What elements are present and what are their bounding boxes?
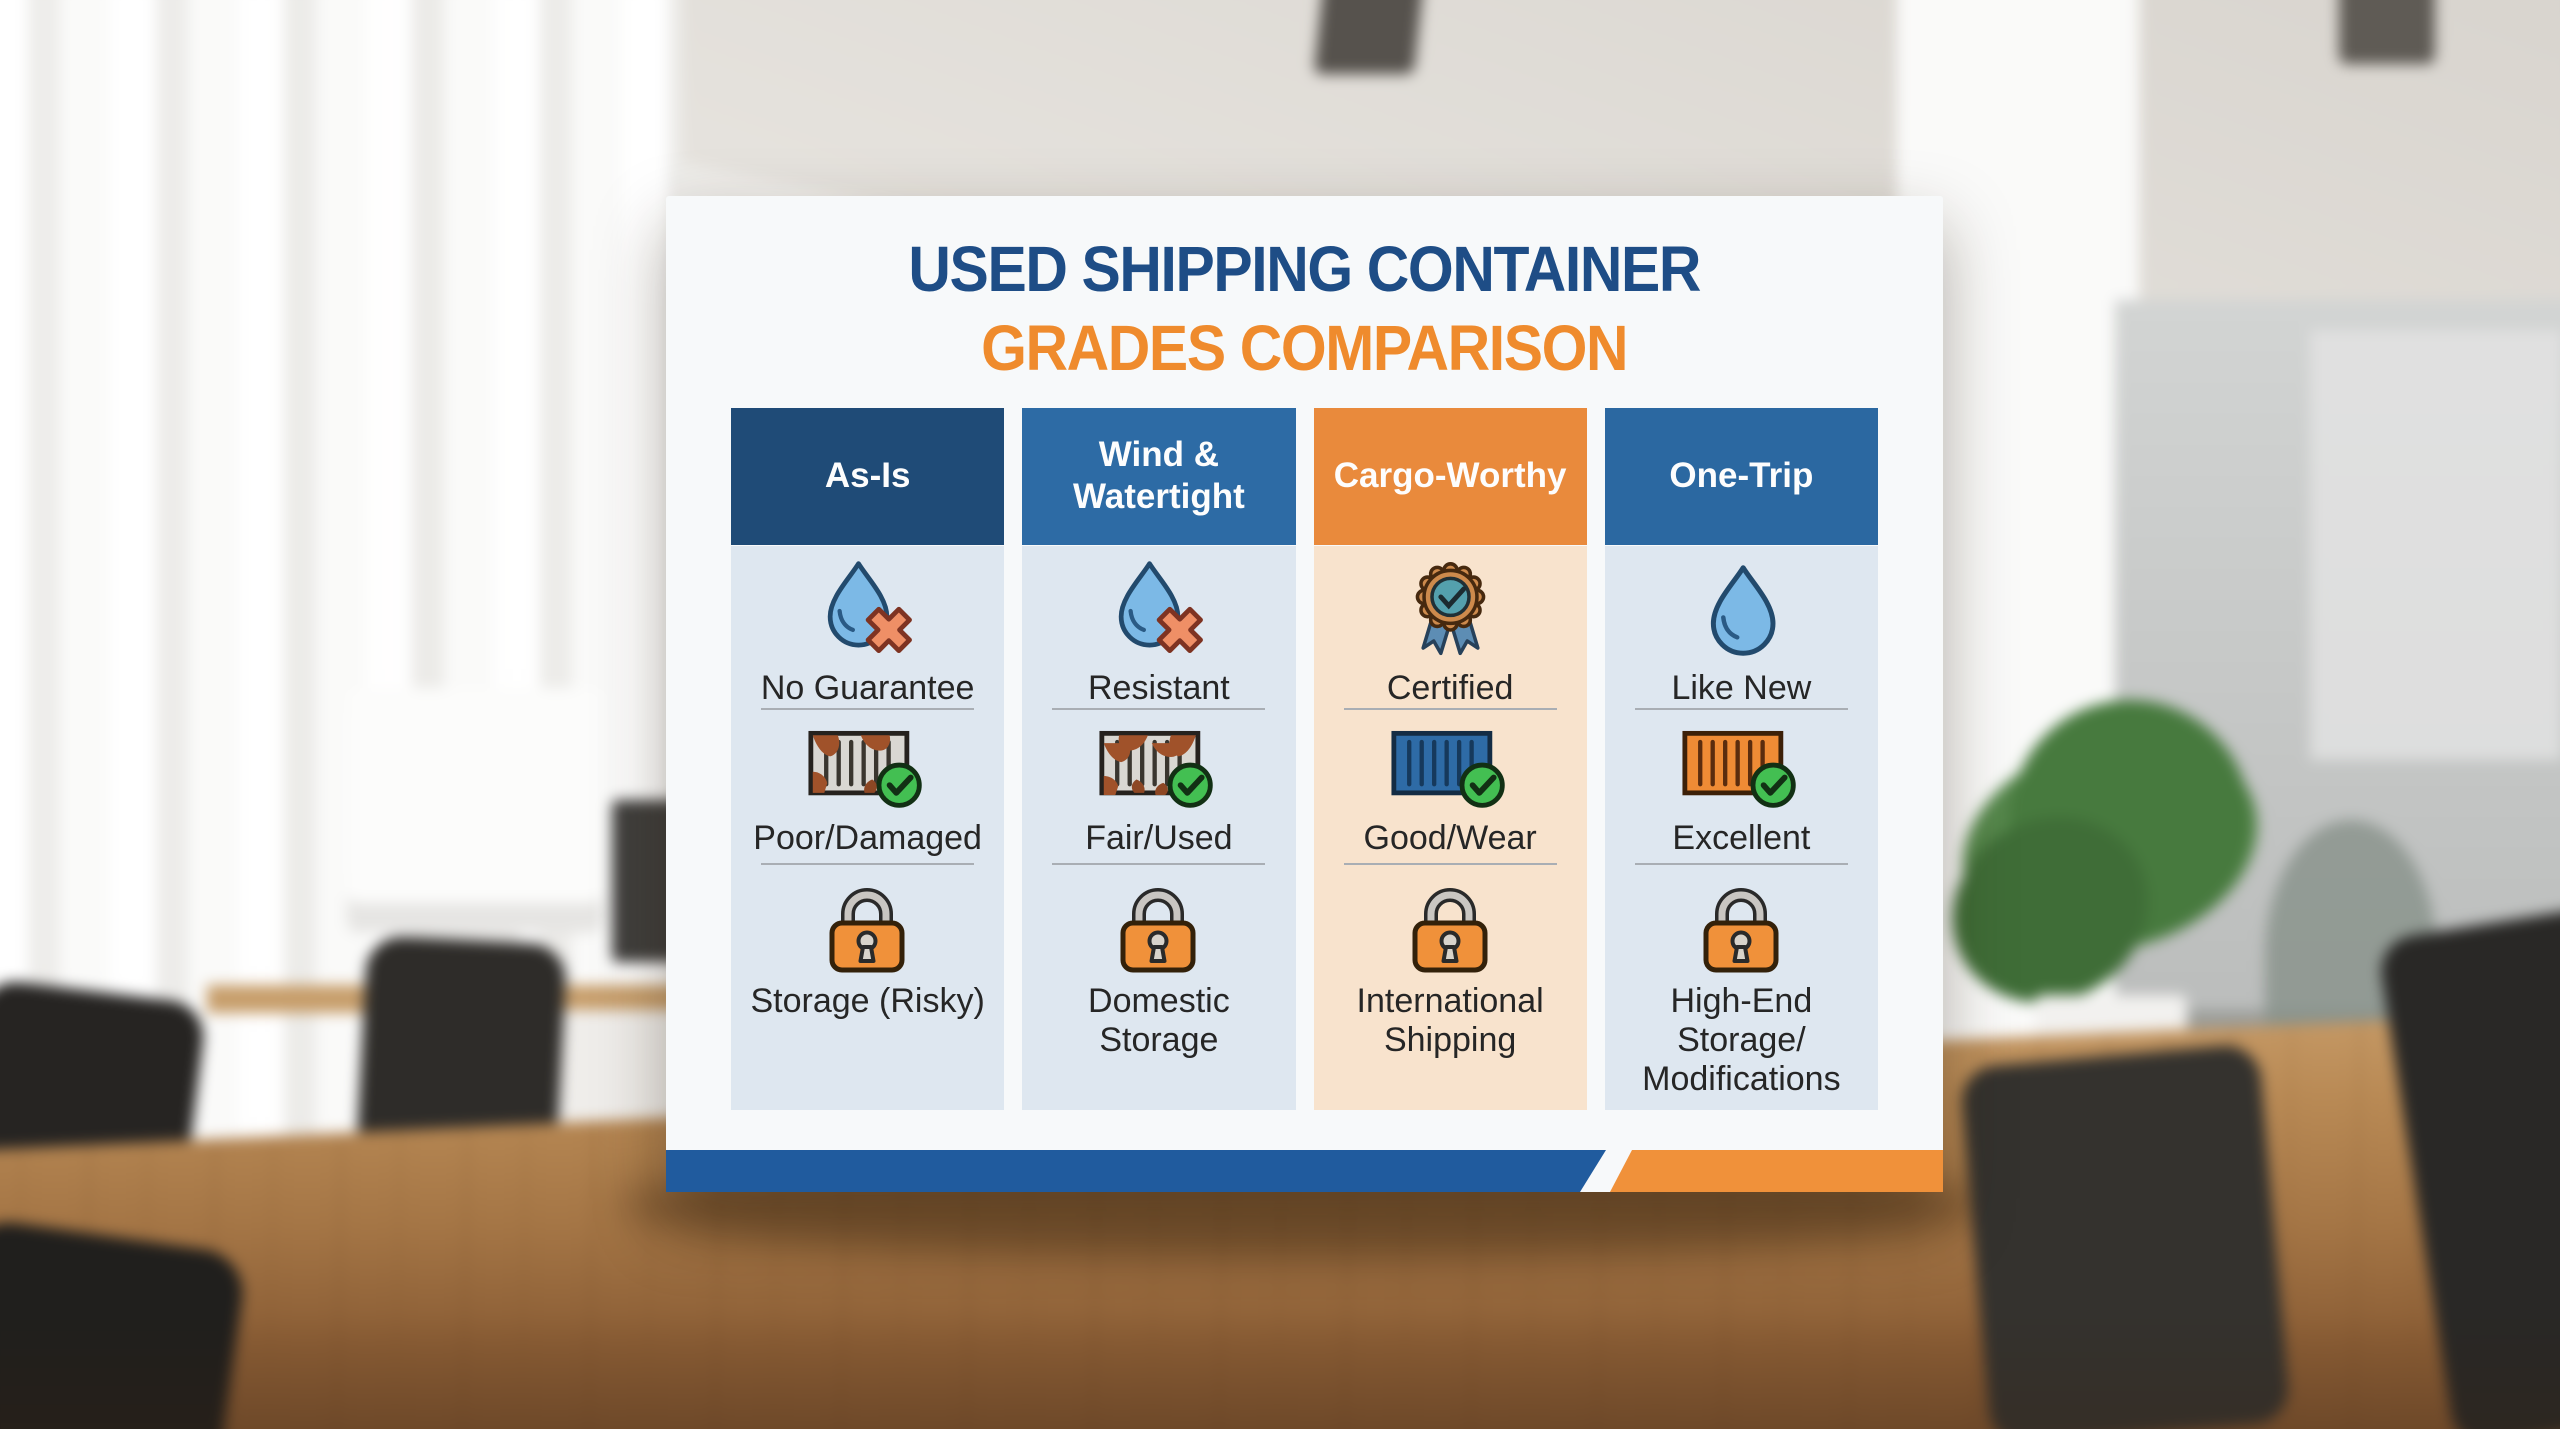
blue-container-icon [1388, 718, 1513, 814]
footer-stripe-blue [666, 1150, 1606, 1192]
cell-label: Certified [1386, 668, 1514, 707]
comparison-grid: As-Is No Guarantee [731, 408, 1878, 1110]
cell-label: Good/Wear [1363, 818, 1537, 857]
water-drop-icon [1688, 558, 1794, 664]
padlock-icon [815, 877, 920, 977]
column-body: Resistant Fair [1022, 545, 1296, 1110]
grade-cell: Resistant [1022, 546, 1295, 708]
cell-label: Poor/Damaged [753, 818, 982, 857]
grade-column-as-is: As-Is No Guarantee [731, 408, 1005, 1110]
column-header-label: One-Trip [1669, 456, 1814, 496]
footer-stripe [666, 1150, 1943, 1192]
divider [1052, 862, 1266, 865]
padlock-icon [1106, 877, 1211, 977]
cell-label: International Shipping [1356, 981, 1544, 1059]
grade-column-wind-watertight: Wind & Watertight Resistant [1022, 408, 1296, 1110]
divider [1634, 707, 1848, 710]
column-header-label: As-Is [824, 456, 911, 496]
poster-title-line1: USED SHIPPING CONTAINER [908, 233, 1702, 305]
divider [1052, 707, 1266, 710]
column-header-label: Wind & Watertight [1073, 435, 1245, 517]
cell-label: Fair/Used [1085, 818, 1233, 857]
grade-cell: Certified [1314, 546, 1587, 708]
poster-title-line2: GRADES COMPARISON [981, 312, 1628, 384]
cell-label: No Guarantee [760, 668, 975, 707]
cell-label: Excellent [1672, 818, 1811, 857]
column-header: Cargo-Worthy [1313, 408, 1587, 545]
grade-cell: No Guarantee [731, 546, 1004, 708]
ceiling-vent [1313, 0, 1425, 74]
column-body: Certified Good/Wear [1313, 545, 1587, 1110]
grade-cell: Domestic Storage [1022, 865, 1295, 1110]
divider [1634, 862, 1848, 865]
cell-label: Resistant [1088, 668, 1230, 707]
grade-cell: Excellent [1605, 710, 1878, 863]
grade-cell: Good/Wear [1314, 710, 1587, 863]
grade-column-cargo-worthy: Cargo-Worthy Certified [1313, 408, 1587, 1110]
orange-container-icon [1679, 718, 1804, 814]
divider [761, 862, 975, 865]
cell-label: Domestic Storage [1088, 981, 1230, 1059]
column-body: Like New Excellent [1604, 545, 1878, 1110]
padlock-icon [1398, 877, 1503, 977]
glass-reflection [2310, 330, 2560, 760]
footer-stripe-orange [1610, 1150, 1943, 1192]
grade-cell: Poor/Damaged [731, 710, 1004, 863]
grade-cell: High-End Storage/ Modifications [1605, 865, 1878, 1110]
table-front-shading [0, 1317, 2560, 1429]
desktop-monitor [347, 688, 602, 933]
column-header: Wind & Watertight [1022, 408, 1296, 545]
certified-medal-icon [1402, 558, 1499, 664]
grade-column-one-trip: One-Trip Like New [1604, 408, 1878, 1110]
cell-label: Storage (Risky) [750, 981, 985, 1020]
poster-card: USED SHIPPING CONTAINER GRADES COMPARISO… [666, 196, 1943, 1192]
divider [1343, 862, 1557, 865]
divider [1343, 707, 1557, 710]
rusty-container-icon [1096, 718, 1221, 814]
padlock-icon [1689, 877, 1794, 977]
grade-cell: International Shipping [1314, 865, 1587, 1110]
grade-cell: Like New [1605, 546, 1878, 708]
cell-label: High-End Storage/ Modifications [1642, 981, 1841, 1098]
column-body: No Guarantee Poor/Damaged [731, 545, 1005, 1110]
column-header-label: Cargo-Worthy [1333, 456, 1567, 496]
ceiling-vent [2339, 0, 2435, 64]
column-header: One-Trip [1604, 408, 1878, 545]
column-header: As-Is [731, 408, 1005, 545]
water-drop-x-icon [815, 558, 921, 664]
poster-title: USED SHIPPING CONTAINER GRADES COMPARISO… [666, 230, 1943, 388]
cell-label: Like New [1671, 668, 1812, 707]
grade-cell: Storage (Risky) [731, 865, 1004, 1110]
divider [761, 707, 975, 710]
damaged-container-icon [805, 718, 930, 814]
grade-cell: Fair/Used [1022, 710, 1295, 863]
water-drop-x-icon [1106, 558, 1212, 664]
